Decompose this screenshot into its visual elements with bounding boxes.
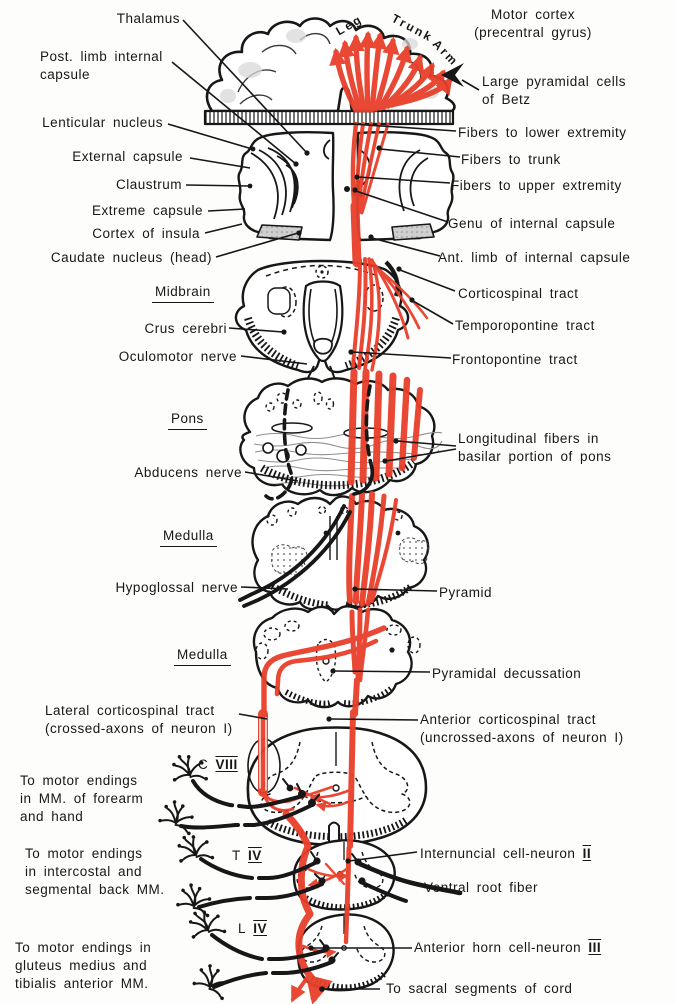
label-motor-endings-gluteus: To motor endings in gluteus medius and t… <box>15 940 152 991</box>
label-motor-endings-intercostal: To motor endings in intercostal and segm… <box>25 846 165 897</box>
hypoglossal-nerve <box>238 504 352 608</box>
label-pyramid: Pyramid <box>439 585 493 600</box>
label-caudate-nucleus: Caudate nucleus (head) <box>50 250 212 265</box>
ventral-root-fiber-right <box>357 861 463 896</box>
corticospinal-tract-red <box>258 30 453 1004</box>
abducens-nerve-fiber-right <box>364 384 374 470</box>
label-claustrum: Claustrum <box>115 177 182 192</box>
label-extreme-capsule: Extreme capsule <box>91 203 203 218</box>
t4-motor-neurons <box>197 851 463 909</box>
label-anterior-corticospinal-tract: Anterior corticospinal tract (uncrossed-… <box>420 712 624 745</box>
leader-dots <box>247 145 415 992</box>
pons-base-edge <box>259 458 417 490</box>
label-internuncial-cell: Internuncial cell-neuron II <box>420 846 592 861</box>
label-fibers-upper-extremity: Fibers to upper extremity <box>451 178 622 193</box>
c8-motor-neurons <box>179 778 320 830</box>
label-abducens-nerve: Abducens nerve <box>134 465 242 480</box>
label-anterior-horn-cell: Anterior horn cell-neuron III <box>414 940 602 955</box>
crus-cerebri-left-edge <box>244 316 300 370</box>
section-label-pons: Pons <box>168 410 207 430</box>
section-label-medulla-lower: Medulla <box>174 646 231 666</box>
label-ant-limb-internal-capsule: Ant. limb of internal capsule <box>438 250 631 265</box>
label-motor-cortex: Motor cortex (precentral gyrus) <box>474 7 592 40</box>
label-external-capsule: External capsule <box>72 149 183 164</box>
label-level-l4: L IV <box>238 921 268 936</box>
label-oculomotor-nerve: Oculomotor nerve <box>118 349 237 364</box>
motor-fan-arrows <box>329 30 453 113</box>
label-corticospinal-tract: Corticospinal tract <box>458 286 579 301</box>
label-genu-internal-capsule: Genu of internal capsule <box>448 216 616 231</box>
basal-ganglia-section <box>237 131 455 242</box>
label-post-limb-internal-capsule: Post. limb internal capsule <box>40 49 163 82</box>
section-label-midbrain: Midbrain <box>152 283 214 303</box>
cord-c8-section <box>246 726 428 847</box>
label-level-t4: T IV <box>232 848 262 863</box>
label-ventral-root-fiber: Ventral root fiber <box>424 880 539 895</box>
pons-longitudinal-fibers <box>347 368 423 486</box>
inferior-olive-right <box>399 537 430 565</box>
caudate-head-right <box>391 223 435 241</box>
section-label-medulla-upper: Medulla <box>160 527 217 547</box>
l4-motor-neurons <box>210 933 339 989</box>
label-fibers-lower-extremity: Fibers to lower extremity <box>458 125 627 140</box>
caudate-head-left <box>256 224 303 241</box>
label-hypoglossal-nerve: Hypoglossal nerve <box>115 580 238 595</box>
decussation-fibers <box>261 607 387 719</box>
label-fibers-trunk: Fibers to trunk <box>461 152 561 167</box>
extreme-capsule-shape <box>250 152 279 220</box>
internal-capsule-fibers <box>350 121 390 268</box>
label-betz-cells: Large pyramidal cells of Betz <box>482 74 627 107</box>
pyramid-fibers <box>346 491 398 607</box>
label-pyramidal-decussation: Pyramidal decussation <box>432 666 582 681</box>
label-longitudinal-fibers-pons: Longitudinal fibers in basilar portion o… <box>458 431 612 464</box>
betz-arrow-pointer <box>441 63 464 87</box>
label-level-c8: C VIII <box>198 757 238 772</box>
label-frontopontine-tract: Frontopontine tract <box>452 352 578 367</box>
claustrum-shape <box>258 149 287 216</box>
label-cortex-of-insula: Cortex of insula <box>92 226 200 241</box>
midbrain-fibers <box>351 257 429 372</box>
cortex-base-band <box>203 109 455 126</box>
label-lenticular-nucleus: Lenticular nucleus <box>42 115 163 130</box>
leader-lines <box>167 19 480 992</box>
label-sacral-segments: To sacral segments of cord <box>386 981 573 996</box>
label-motor-endings-forearm: To motor endings in MM. of forearm and h… <box>20 773 144 824</box>
label-thalamus: Thalamus <box>116 11 180 26</box>
label-temporopontine-tract: Temporopontine tract <box>455 318 595 333</box>
label-crus-cerebri: Crus cerebri <box>144 321 227 336</box>
label-lateral-corticospinal-tract: Lateral corticospinal tract (crossed-axo… <box>45 703 233 736</box>
pons-section <box>239 377 443 497</box>
